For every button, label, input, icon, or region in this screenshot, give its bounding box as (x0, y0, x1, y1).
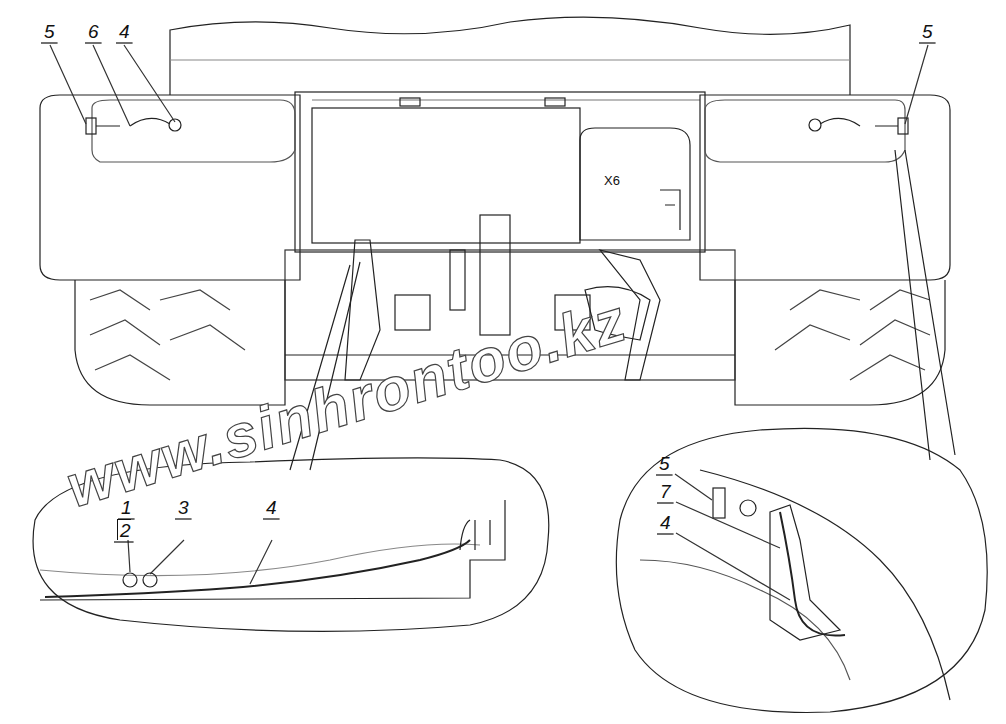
wire (45, 540, 470, 597)
tyre-edge (640, 560, 850, 680)
detail-outline (616, 428, 987, 712)
bolt (123, 573, 137, 587)
callout-underline (116, 42, 133, 43)
lamp (740, 500, 756, 516)
detail-pointer (895, 150, 955, 460)
fender-edge (700, 470, 950, 700)
rear-window (312, 108, 580, 243)
left-tyre (75, 280, 285, 405)
right-tyre (735, 280, 945, 405)
cab-roof (170, 17, 850, 95)
callout-underline (656, 474, 673, 475)
callout-number: 4 (660, 513, 671, 532)
lamp (169, 119, 181, 131)
callout-number: 5 (44, 22, 55, 41)
callout-underline (114, 541, 134, 542)
leader-line (675, 474, 790, 600)
connector (660, 190, 680, 230)
fender-panel (705, 100, 905, 162)
top-link (480, 215, 510, 335)
leader-line (128, 540, 272, 584)
callout-underline (85, 42, 102, 43)
connector-label: X6 (604, 174, 620, 187)
control-box (580, 128, 690, 240)
callout-number: 7 (660, 482, 671, 501)
wire (96, 118, 170, 126)
callout-underline (657, 502, 674, 503)
callout-underline (657, 533, 674, 534)
valve (450, 250, 465, 310)
hinge (545, 98, 565, 106)
callout-underline (175, 518, 192, 519)
bolt (143, 573, 157, 587)
rear-frame (295, 92, 705, 252)
callout-number: 4 (119, 22, 130, 41)
bracket (395, 295, 430, 330)
callout-underline (919, 42, 936, 43)
left-fender (40, 95, 300, 280)
lamp (86, 118, 96, 134)
callout-number: 3 (178, 498, 189, 517)
hinge (400, 98, 420, 106)
wire (820, 118, 898, 126)
callout-number: 6 (88, 22, 99, 41)
hose (460, 520, 490, 550)
right-fender (700, 95, 950, 280)
leader-line (50, 45, 928, 126)
wire (780, 512, 845, 636)
watermark: www.sinhrontoo.kz (60, 290, 634, 517)
lamp (809, 119, 821, 131)
callout-underline (41, 42, 58, 43)
frame-line (312, 99, 700, 100)
roof-edge (170, 59, 850, 60)
fender-edge (40, 544, 480, 576)
lamp (713, 488, 725, 518)
callout-number: 2 (117, 519, 131, 540)
bracket (770, 505, 840, 640)
callout-number: 5 (659, 454, 670, 473)
callout-underline (263, 518, 280, 519)
lift-arm (345, 240, 380, 380)
callout-number: 4 (266, 498, 277, 517)
callout-number: 5 (922, 22, 933, 41)
